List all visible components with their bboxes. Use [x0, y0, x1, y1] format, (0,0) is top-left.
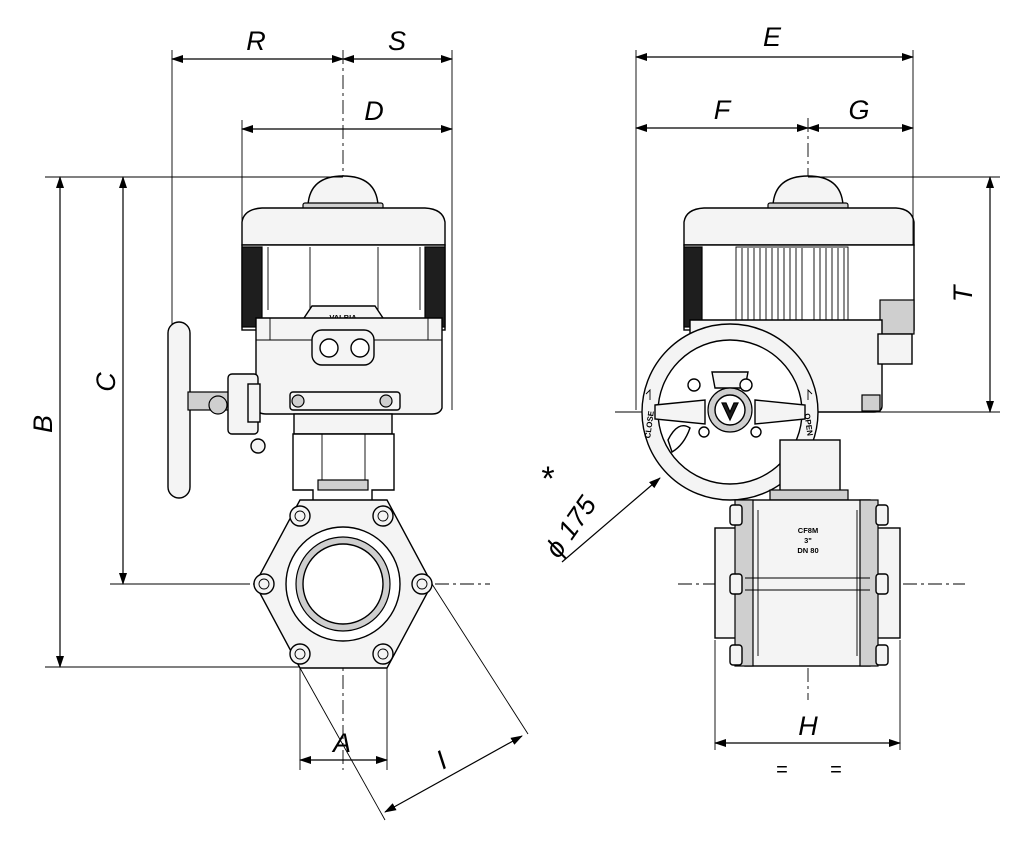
handwheel-spoke-left: [654, 399, 706, 425]
front-view: VALBIA: [28, 26, 529, 821]
mounting-plate: [293, 413, 393, 435]
close-label: CLOSE: [643, 410, 656, 439]
marking-size-inch: 3": [804, 536, 812, 545]
flange-bolts: [253, 505, 433, 665]
actuator-cover: [241, 207, 446, 246]
label-r: R: [246, 26, 266, 56]
actuator-left-fins: [241, 246, 263, 328]
actuator-dome-side: [772, 175, 844, 206]
label-a: A: [331, 728, 351, 758]
actuator-housing-side: [683, 244, 915, 331]
side-bolts: [729, 504, 889, 666]
label-h: H: [798, 711, 818, 741]
label-c: C: [91, 372, 121, 392]
handwheel-diameter-label: ϕ 175: [539, 490, 603, 563]
label-s: S: [388, 26, 406, 56]
dim-line-i: [384, 735, 523, 813]
marking-size-dn: DN 80: [797, 546, 818, 555]
actuator-right-fins: [424, 246, 446, 328]
side-view: CLOSE OPEN CF8M 3" DN 80: [539, 22, 1000, 781]
connector-right: [350, 338, 370, 358]
actuator-cover-side: [683, 207, 915, 246]
connector-left: [319, 338, 339, 358]
label-t: T: [948, 283, 978, 302]
label-f: F: [714, 95, 732, 125]
handwheel-rim-side: [167, 321, 191, 499]
label-i: I: [431, 745, 453, 775]
diameter-leader: [561, 477, 661, 563]
label-g: G: [848, 95, 869, 125]
label-d: D: [364, 96, 384, 126]
marking-material: CF8M: [798, 526, 818, 535]
actuator-dome: [307, 175, 379, 206]
symmetry-mark-left: =: [776, 759, 788, 781]
valve-body-center: [744, 499, 871, 667]
note-asterisk: *: [541, 460, 554, 498]
handwheel-logo-icon: [721, 402, 739, 422]
bottom-flange-bar: [289, 391, 401, 411]
label-e: E: [763, 22, 782, 52]
handwheel-spoke-right: [754, 399, 806, 425]
stem-bracket-side: [779, 439, 841, 493]
symmetry-mark-right: =: [830, 759, 842, 781]
label-b: B: [28, 415, 58, 433]
open-label: OPEN: [802, 413, 814, 437]
mounting-bracket: [292, 433, 395, 506]
